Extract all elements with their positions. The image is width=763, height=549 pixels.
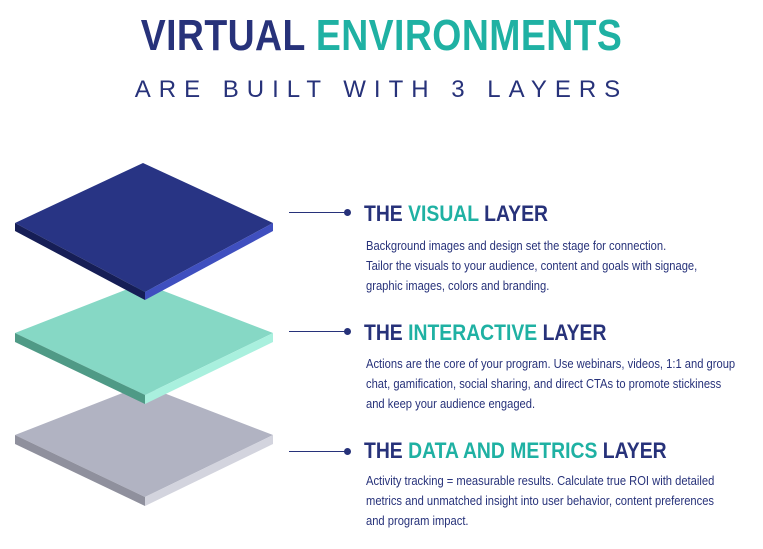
interactive-layer-desc-line: and keep your audience engaged.	[366, 396, 536, 411]
interactive-layer-title-highlight: INTERACTIVE	[408, 320, 538, 345]
interactive-layer-connector-line	[289, 331, 345, 332]
title-word-environments: ENVIRONMENTS	[315, 11, 623, 60]
visual-layer-desc-line: Tailor the visuals to your audience, con…	[366, 258, 698, 273]
data-layer-connector-dot	[344, 448, 351, 455]
title-word-virtual: VIRTUAL	[140, 11, 306, 60]
data-layer-connector-line	[289, 451, 345, 452]
interactive-layer-title: THE INTERACTIVE LAYER	[364, 320, 606, 346]
data-layer-desc-line: Activity tracking = measurable results. …	[366, 473, 715, 488]
visual-layer-connector-line	[289, 212, 345, 213]
visual-layer-title-highlight: VISUAL	[408, 201, 479, 226]
page-title: VIRTUAL ENVIRONMENTS	[57, 12, 706, 60]
data-layer-title-pre: THE	[364, 438, 403, 463]
data-layer-slab	[15, 385, 273, 506]
visual-layer-title: THE VISUAL LAYER	[364, 201, 548, 227]
visual-layer-title-pre: THE	[364, 201, 403, 226]
visual-layer-connector-dot	[344, 209, 351, 216]
interactive-layer-desc-line: Actions are the core of your program. Us…	[366, 356, 736, 371]
data-layer-desc-line: metrics and unmatched insight into user …	[366, 493, 715, 508]
interactive-layer-title-post: LAYER	[542, 320, 607, 345]
data-layer-desc-line: and program impact.	[366, 513, 469, 528]
interactive-layer-desc-line: chat, gamification, social sharing, and …	[366, 376, 722, 391]
visual-layer-slab	[15, 163, 273, 300]
interactive-layer-description: Actions are the core of your program. Us…	[366, 354, 744, 414]
visual-layer-desc-line: graphic images, colors and branding.	[366, 278, 550, 293]
page-subtitle: ARE BUILT WITH 3 LAYERS	[134, 76, 629, 103]
interactive-layer-title-pre: THE	[364, 320, 403, 345]
data-layer-title-post: LAYER	[602, 438, 667, 463]
data-layer-description: Activity tracking = measurable results. …	[366, 471, 744, 531]
visual-layer-title-post: LAYER	[484, 201, 548, 226]
interactive-layer-slab	[15, 283, 273, 404]
visual-layer-desc-line: Background images and design set the sta…	[366, 238, 667, 253]
visual-layer-description: Background images and design set the sta…	[366, 236, 744, 296]
data-layer-title: THE DATA AND METRICS LAYER	[364, 438, 667, 464]
interactive-layer-connector-dot	[344, 328, 351, 335]
data-layer-title-highlight: DATA AND METRICS	[408, 438, 598, 463]
